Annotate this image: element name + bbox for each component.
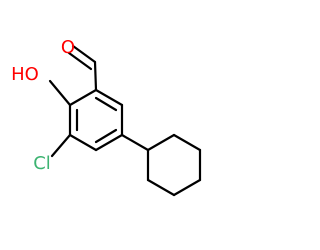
benzene-ring	[68, 88, 124, 152]
ring-bond-6	[68, 88, 98, 107]
molecule-drawing: O HO Cl	[11, 37, 202, 197]
bond-c-o-double-inner	[67, 51, 93, 71]
structure-canvas: O HO Cl	[11, 37, 202, 197]
atom-label-aldehyde-oxygen: O	[61, 37, 75, 58]
atom-label-hydroxyl: HO	[11, 64, 39, 85]
cyclohexyl-ring	[146, 133, 202, 197]
ring-double-inner-1	[94, 96, 118, 112]
cyclohexyl-bond-1	[146, 133, 176, 152]
bond-c-o-double-outer	[71, 44, 97, 64]
cyclohexyl-bond-4	[172, 178, 202, 197]
ring-bond-3	[94, 133, 124, 152]
cyclohexyl-bond-2	[172, 133, 202, 152]
ring-bond-4	[68, 133, 98, 152]
bond-ring-to-cho	[93, 60, 98, 92]
aldehyde-group	[67, 44, 98, 92]
ring-double-inner-2	[94, 128, 118, 144]
ring-bond-1	[94, 88, 124, 107]
bond-ring-to-cl	[50, 133, 72, 158]
bond-ring-to-oh	[48, 79, 72, 107]
atom-label-chlorine: Cl	[33, 153, 51, 174]
bond-ring-to-cyclohexyl	[120, 133, 150, 152]
cyclohexyl-bond-5	[146, 178, 176, 197]
